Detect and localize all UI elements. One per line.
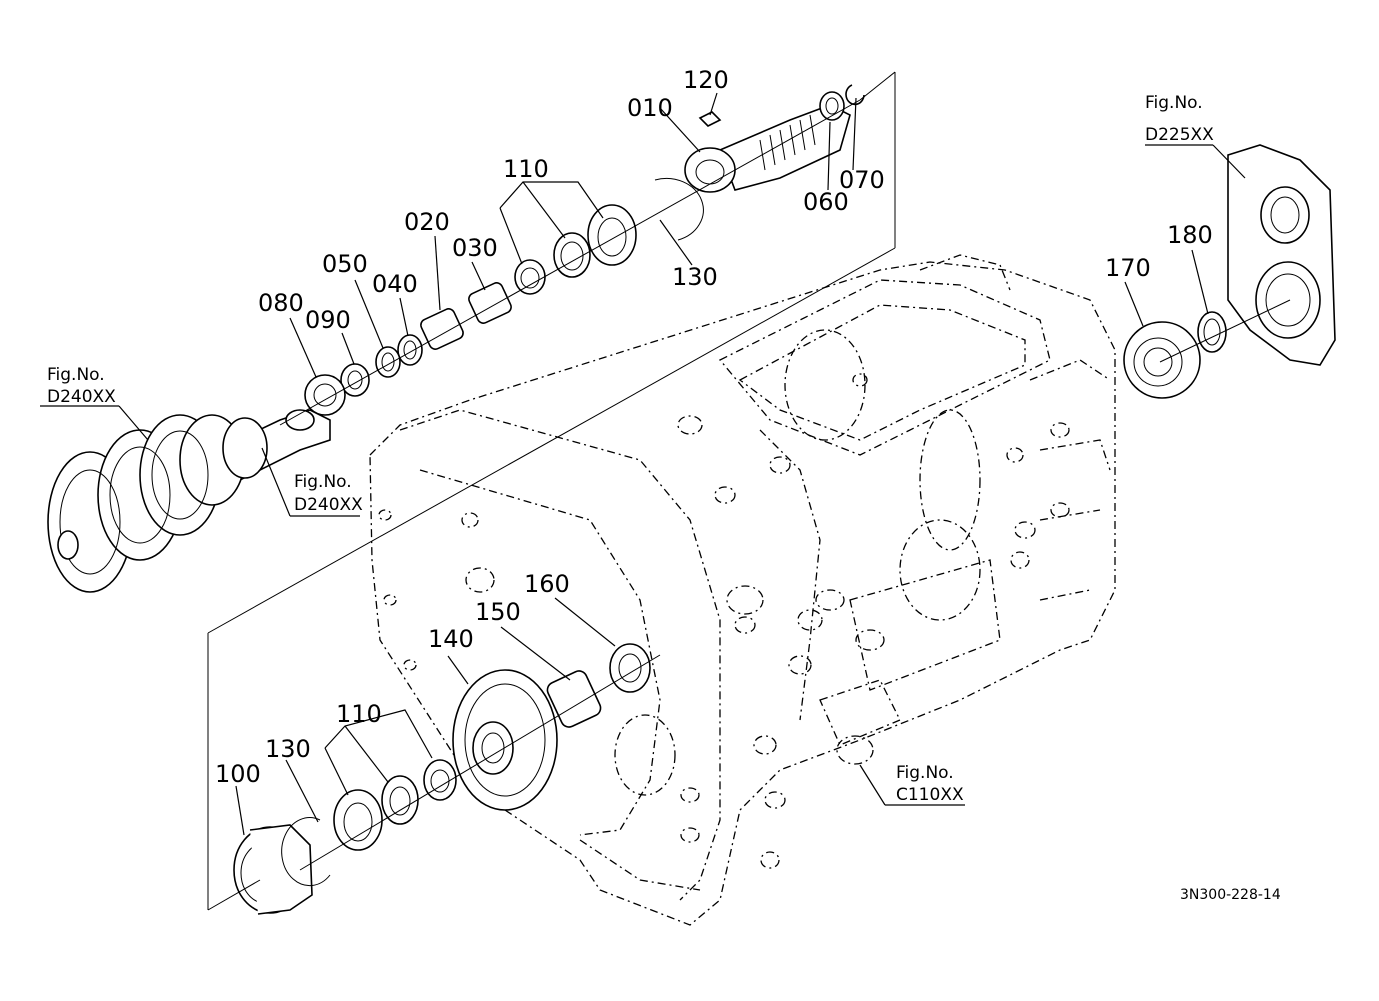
- ref-c110-code: C110XX: [896, 785, 964, 805]
- assembly-axis-lines: [207, 71, 1291, 911]
- figure-references: Fig.No. D225XX Fig.No. D240XX Fig.No. D2…: [47, 93, 1214, 805]
- lower-gear-assembly: [233, 643, 651, 915]
- ref-d225-code: D225XX: [1145, 125, 1214, 145]
- label-140: 140: [428, 625, 474, 653]
- ref-d240-left-code: D240XX: [47, 387, 116, 407]
- label-060: 060: [803, 188, 849, 216]
- label-050: 050: [322, 250, 368, 278]
- label-040: 040: [372, 270, 418, 298]
- transmission-case: [369, 254, 1116, 926]
- label-110-top: 110: [503, 155, 549, 183]
- label-080: 080: [258, 289, 304, 317]
- ref-d225-prefix: Fig.No.: [1145, 93, 1203, 113]
- ref-d240-mid-code: D240XX: [294, 495, 363, 515]
- label-120: 120: [683, 66, 729, 94]
- label-170: 170: [1105, 254, 1151, 282]
- label-130-top: 130: [672, 263, 718, 291]
- drawing-code: 3N300-228-14: [1180, 887, 1281, 903]
- ref-c110-prefix: Fig.No.: [896, 763, 954, 783]
- part-labels: 010 120 060 070 110 130 020 030 050 040 …: [215, 66, 1213, 788]
- label-180: 180: [1167, 221, 1213, 249]
- right-bearing-assembly: [1123, 144, 1336, 399]
- ref-d240-mid-prefix: Fig.No.: [294, 472, 352, 492]
- countershaft-gear-cluster: [47, 409, 331, 593]
- label-090: 090: [305, 306, 351, 334]
- label-010: 010: [627, 94, 673, 122]
- label-160: 160: [524, 570, 570, 598]
- label-150: 150: [475, 598, 521, 626]
- upper-shaft-assembly: [304, 84, 865, 416]
- label-030: 030: [452, 234, 498, 262]
- label-110-bottom: 110: [336, 700, 382, 728]
- label-100: 100: [215, 760, 261, 788]
- label-130-bottom: 130: [265, 735, 311, 763]
- label-070: 070: [839, 166, 885, 194]
- label-020: 020: [404, 208, 450, 236]
- leader-lines: [40, 92, 1246, 836]
- ref-d240-left-prefix: Fig.No.: [47, 365, 105, 385]
